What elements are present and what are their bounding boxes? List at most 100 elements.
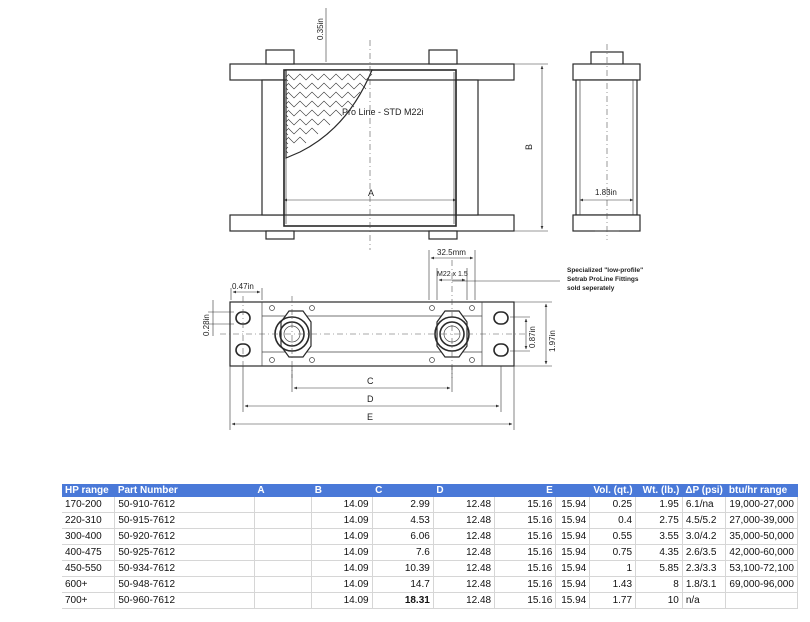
front-view: Pro Line - STD M22i 0.35in A B [229,8,548,250]
table-cell: 12.48 [433,497,496,513]
table-cell: 15.94 [555,512,591,529]
fin-turn [285,128,289,136]
core-label: Pro Line - STD M22i [342,107,424,117]
dim-fin-gap: 0.35in [316,18,325,40]
table-cell: 14.09 [311,497,373,513]
table-cell: 15.94 [555,560,591,577]
fittings-note-2: Setrab ProLine Fittings [567,276,639,283]
fin-turn [285,101,289,109]
table-cell: 14.7 [372,576,434,593]
fin-turn [285,110,289,118]
top-view: 32.5mm M22 x 1.5 Specialized "low-profil… [202,248,643,430]
table-cell: 15.94 [555,497,591,513]
table-cell: 12.48 [433,576,496,593]
table-cell: 6.1/na [682,497,727,513]
table-cell: 700+ [62,592,116,609]
table-cell: 12.48 [433,528,496,545]
table-header-row: HP range Part Number A B C D E Vol. (qt.… [62,484,798,497]
table-cell [254,544,313,561]
header-dp: ΔP (psi) [682,484,726,497]
table-cell: 7.6 [372,544,434,561]
fin-row [287,127,319,135]
header-vol: Vol. (qt.) [555,484,636,497]
table-cell: 15.94 [555,528,591,545]
port-thread-label: M22 x 1.5 [437,271,468,278]
table-cell: 27,000-39,000 [725,512,798,529]
table-cell [254,528,313,545]
dim-a-label: A [368,188,374,198]
fin-row [287,118,331,126]
dim-e-label: E [367,412,373,422]
fin-turn [285,137,289,145]
table-cell: 170-200 [62,497,116,513]
table-cell: 10 [635,592,683,609]
dim-port-height: 0.87in [528,326,537,348]
dim-tab: 0.47in [232,282,254,291]
table-cell: 400-475 [62,544,116,561]
table-cell: 600+ [62,576,116,593]
table-cell: 450-550 [62,560,116,577]
table-cell: 4.5/5.2 [682,512,727,529]
header-wt: Wt. (lb.) [635,484,683,497]
table-cell: 5.85 [635,560,683,577]
header-hp-range: HP range [62,484,115,497]
table-cell: 6.06 [372,528,434,545]
fin-turn [285,83,289,91]
table-cell: 1.77 [589,592,637,609]
table-cell: 15.16 [494,576,557,593]
table-cell: 18.31 [372,592,434,609]
table-cell: 0.4 [589,512,637,529]
table-cell: 35,000-50,000 [725,528,798,545]
table-cell: 50-934-7612 [114,560,255,577]
table-cell: 12.48 [433,560,496,577]
table-cell [254,592,313,609]
table-cell: 42,000-60,000 [725,544,798,561]
table-cell: 3.55 [635,528,683,545]
table-cell: 14.09 [311,576,373,593]
header-btu: btu/hr range [725,484,798,497]
table-cell: 15.16 [494,560,557,577]
table-cell: 1.8/3.1 [682,576,727,593]
table-cell: 1 [589,560,637,577]
table-cell: 12.48 [433,544,496,561]
table-cell: 4.53 [372,512,434,529]
technical-drawing: Pro Line - STD M22i 0.35in A B 1.83in [202,8,643,430]
table-cell: 300-400 [62,528,116,545]
fittings-note-3: sold seperately [567,285,615,292]
table-cell: 12.48 [433,592,496,609]
header-e: E [494,484,556,497]
dim-total-height: 1.97in [548,330,557,352]
header-c: C [372,484,434,497]
table-cell [254,497,313,513]
side-view: 1.83in [572,44,641,240]
dim-hole: 0.28in [202,314,211,336]
header-part-number: Part Number [114,484,255,497]
dim-port-spacing: 32.5mm [437,248,466,257]
table-cell: 2.6/3.5 [682,544,727,561]
table-cell: 10.39 [372,560,434,577]
table-cell: 15.94 [555,576,591,593]
table-cell: 4.35 [635,544,683,561]
table-cell: 3.0/4.2 [682,528,727,545]
header-a: A [254,484,312,497]
fin-turn [285,92,289,100]
table-cell: 19,000-27,000 [725,497,798,513]
fin-row [287,91,361,99]
dim-c-label: C [367,376,374,386]
table-cell: 50-910-7612 [114,497,255,513]
table-cell: 1.95 [635,497,683,513]
fin-turn [285,146,289,154]
table-cell: 15.16 [494,544,557,561]
dim-d-label: D [367,394,374,404]
table-cell: 15.94 [555,544,591,561]
table-cell: 0.55 [589,528,637,545]
dim-b-label: B [524,144,534,150]
table-cell: 15.16 [494,528,557,545]
